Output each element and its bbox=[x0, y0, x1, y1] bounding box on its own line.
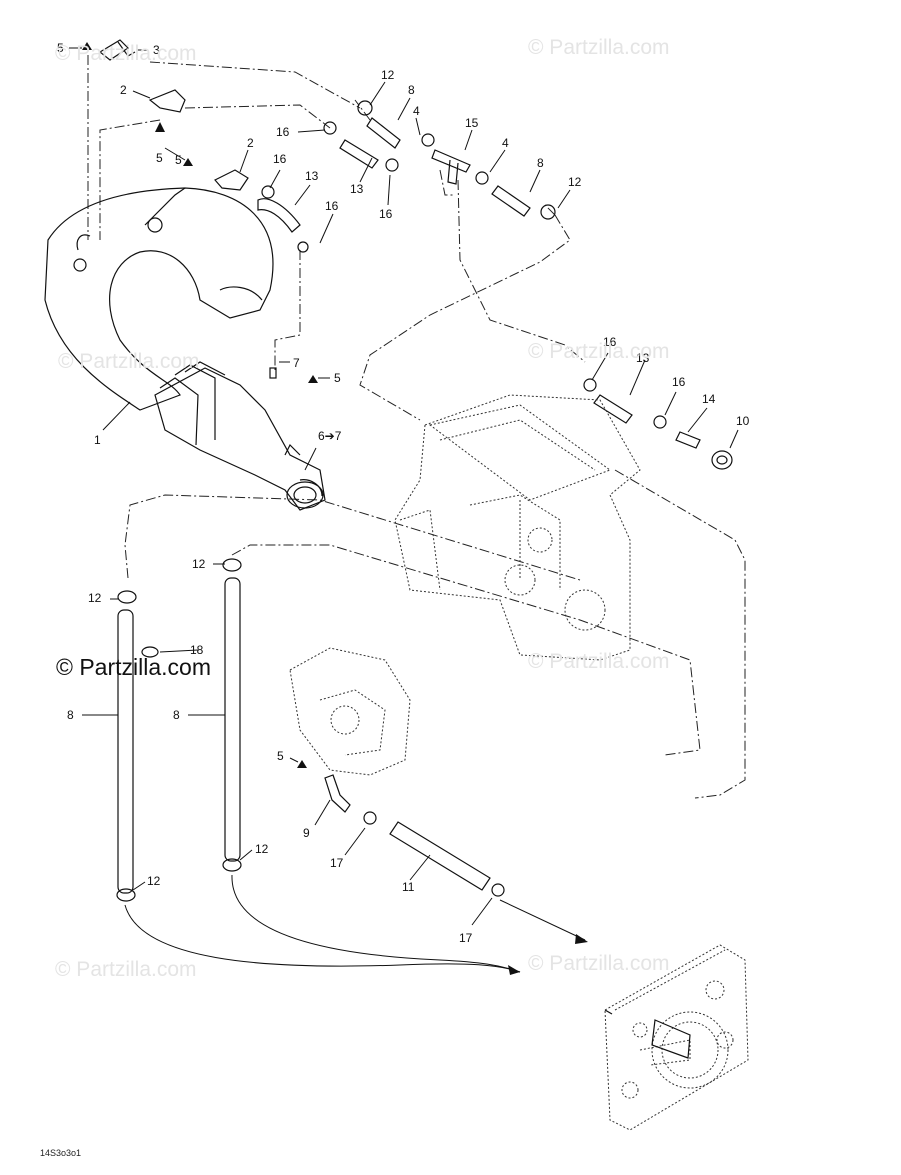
lower-hose bbox=[324, 774, 505, 897]
watermark: © Partzilla.com bbox=[55, 42, 197, 65]
watermark: © Partzilla.com bbox=[528, 36, 670, 59]
right-fittings bbox=[583, 378, 733, 470]
exhaust-pipe bbox=[44, 187, 326, 511]
jet-pump-plate bbox=[604, 944, 749, 1131]
arrow-head-2 bbox=[575, 934, 588, 944]
drawing-code: 14S3o3o1 bbox=[40, 1148, 82, 1158]
callout-2: 2 bbox=[120, 83, 127, 97]
callout-8: 8 bbox=[537, 156, 544, 170]
nipple-icons bbox=[82, 42, 318, 768]
callout-1: 1 bbox=[94, 433, 101, 447]
callout-13: 13 bbox=[305, 169, 319, 183]
pump-shaft bbox=[604, 1009, 691, 1059]
callout-5: 5 bbox=[277, 749, 284, 763]
callout-3: 3 bbox=[153, 43, 160, 57]
callout-5: 5 bbox=[156, 151, 163, 165]
callout-12: 12 bbox=[381, 68, 395, 82]
callout-8: 8 bbox=[408, 83, 415, 97]
callout-5: 5 bbox=[57, 41, 64, 55]
pump-housing-outline bbox=[289, 647, 411, 776]
watermark: © Partzilla.com bbox=[528, 650, 670, 673]
arrow-head-1 bbox=[508, 965, 520, 975]
engine-outline bbox=[394, 394, 641, 661]
callout-16: 16 bbox=[273, 152, 287, 166]
watermark: © Partzilla.com bbox=[528, 952, 670, 975]
callout-8: 8 bbox=[67, 708, 74, 722]
callout-12: 12 bbox=[568, 175, 582, 189]
callout-12: 12 bbox=[147, 874, 161, 888]
watermark: © Partzilla.com bbox=[55, 958, 197, 981]
watermark: © Partzilla.com bbox=[58, 350, 200, 373]
callout-12: 12 bbox=[255, 842, 269, 856]
callout-16: 16 bbox=[276, 125, 290, 139]
hose-routing-arrows bbox=[124, 874, 586, 973]
watermark-dark: © Partzilla.com bbox=[56, 654, 211, 680]
callout-14: 14 bbox=[702, 392, 716, 406]
callout-5: 5 bbox=[175, 153, 182, 167]
leader-lines bbox=[69, 47, 739, 926]
callout-2: 2 bbox=[247, 136, 254, 150]
callout-17: 17 bbox=[330, 856, 344, 870]
callout-16: 16 bbox=[325, 199, 339, 213]
callout-12: 12 bbox=[192, 557, 206, 571]
callout-7: 7 bbox=[293, 356, 300, 370]
callout-16: 16 bbox=[603, 335, 617, 349]
watermark: © Partzilla.com bbox=[528, 340, 670, 363]
callout-6-7: 6➔7 bbox=[318, 429, 342, 443]
callout-13: 13 bbox=[350, 182, 364, 196]
callout-5: 5 bbox=[334, 371, 341, 385]
callout-9: 9 bbox=[303, 826, 310, 840]
callout-12: 12 bbox=[88, 591, 102, 605]
callout-18: 18 bbox=[190, 643, 204, 657]
callout-13: 13 bbox=[636, 351, 650, 365]
callout-4: 4 bbox=[502, 136, 509, 150]
long-hoses bbox=[116, 558, 242, 902]
callout-labels: 5 3 2 5 5 2 16 16 13 16 12 8 4 15 4 8 12… bbox=[57, 41, 750, 945]
callout-15: 15 bbox=[465, 116, 479, 130]
routing-lines bbox=[87, 55, 746, 799]
upper-fittings bbox=[98, 39, 556, 379]
callout-16: 16 bbox=[672, 375, 686, 389]
callout-8: 8 bbox=[173, 708, 180, 722]
callout-16: 16 bbox=[379, 207, 393, 221]
callout-17: 17 bbox=[459, 931, 473, 945]
callout-10: 10 bbox=[736, 414, 750, 428]
callout-11: 11 bbox=[402, 880, 415, 894]
callout-4: 4 bbox=[413, 104, 420, 118]
